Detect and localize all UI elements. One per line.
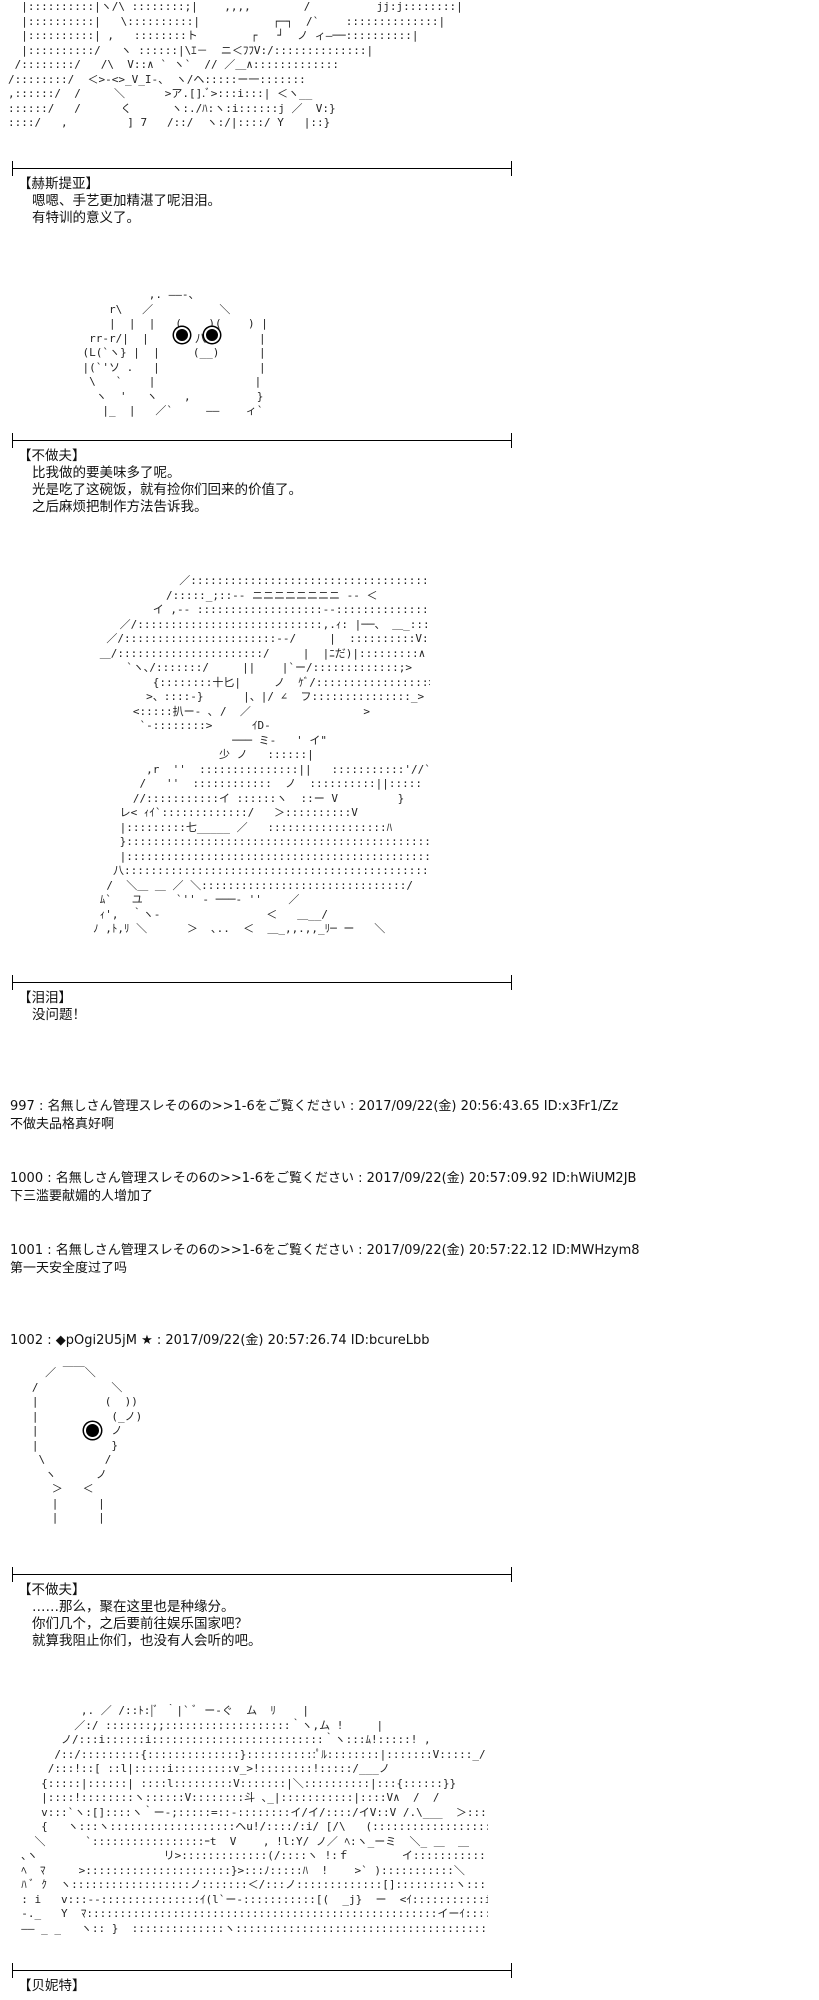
dialogue-line: 之后麻烦把制作方法告诉我。: [32, 499, 208, 515]
dialogue-block-fuzuofu: 【不做夫】比我做的要美味多了呢。光是吃了这碗饭，就有捡你们回来的价值了。之后麻烦…: [18, 448, 302, 516]
dialogue-line: 光是吃了这碗饭，就有捡你们回来的价值了。: [32, 482, 302, 498]
speaker-name: 【泪泪】: [18, 990, 72, 1006]
post-body: 不做夫品格真好啊: [10, 1117, 115, 1132]
forum-post-1002: 1002 : ◆pOgi2U5jM ★ : 2017/09/22(金) 20:5…: [10, 1332, 429, 1350]
post-header: 997 : 名無しさん管理スレその6の>>1-6をご覧ください : 2017/0…: [10, 1099, 619, 1114]
eye-icon: [174, 327, 190, 343]
ascii-art-group: ,. ／ /::ﾄ:|ﾞ ｀|` ﾞ ー-ぐ ム ﾘ | ／:/ :::::::…: [21, 1704, 488, 1935]
ascii-art-crowd: |::::::::::|ヽ/\ ::::::::;| ,,,, / jj:j::…: [8, 0, 463, 129]
dialogue-block-hestia: 【赫斯提亚】嗯嗯、手艺更加精湛了呢泪泪。有特训的意义了。: [18, 176, 221, 227]
panel-divider: [12, 433, 512, 448]
dialogue-block-leilei: 【泪泪】没问题！: [18, 990, 86, 1024]
dialogue-line: 比我做的要美味多了呢。: [32, 465, 181, 481]
panel-divider: [12, 1567, 512, 1582]
eye-icon: [84, 1422, 101, 1439]
panel-divider: [12, 1963, 512, 1978]
dialogue-line: 就算我阻止你们，也没有人会听的吧。: [32, 1633, 262, 1649]
dialogue-line: ……那么，聚在这里也是种缘分。: [32, 1599, 235, 1615]
dialogue-line: 嗯嗯、手艺更加精湛了呢泪泪。: [32, 193, 221, 209]
panel-divider: [12, 975, 512, 990]
speaker-name: 【不做夫】: [18, 1582, 86, 1598]
post-body: 第一天安全度过了吗: [10, 1261, 128, 1276]
eye-icon: [204, 327, 220, 343]
post-header: 1001 : 名無しさん管理スレその6の>>1-6をご覧ください : 2017/…: [10, 1243, 640, 1258]
forum-post-1000: 1000 : 名無しさん管理スレその6の>>1-6をご覧ください : 2017/…: [10, 1170, 636, 1206]
ascii-art-ghost: ,. ――-、 r\ ／ ＼ | | | ( )( ) | rr‐r/| | 八…: [82, 288, 268, 417]
speaker-name: 【不做夫】: [18, 448, 86, 464]
dialogue-block-bennett: 【贝妮特】: [18, 1978, 86, 1995]
dialogue-line: 你们几个，之后要前往娱乐国家吧？: [32, 1616, 248, 1632]
forum-post-997: 997 : 名無しさん管理スレその6の>>1-6をご覧ください : 2017/0…: [10, 1098, 618, 1134]
speaker-name: 【赫斯提亚】: [18, 176, 99, 192]
dialogue-block-fuzuofu-2: 【不做夫】……那么，聚在这里也是种缘分。你们几个，之后要前往娱乐国家吧？就算我阻…: [18, 1582, 262, 1650]
panel-divider: [12, 161, 512, 176]
forum-post-1001: 1001 : 名無しさん管理スレその6の>>1-6をご覧ください : 2017/…: [10, 1242, 640, 1278]
post-body: 下三滥要献媚的人增加了: [10, 1189, 154, 1204]
speaker-name: 【贝妮特】: [18, 1978, 86, 1994]
post-header: 1002 : ◆pOgi2U5jM ★ : 2017/09/22(金) 20:5…: [10, 1333, 430, 1348]
post-header: 1000 : 名無しさん管理スレその6の>>1-6をご覧ください : 2017/…: [10, 1171, 637, 1186]
ascii-art-ghost-side: ／ ￣￣＼ / ＼ | ( )) | (_ノ) | ノ | } \ / ヽ ノ …: [31, 1366, 143, 1524]
ascii-art-hat-character: ／:::::::::::::::::::::::::::::::::::::::…: [93, 574, 430, 935]
dialogue-line: 没问题！: [32, 1007, 86, 1023]
dialogue-line: 有特训的意义了。: [32, 210, 140, 226]
